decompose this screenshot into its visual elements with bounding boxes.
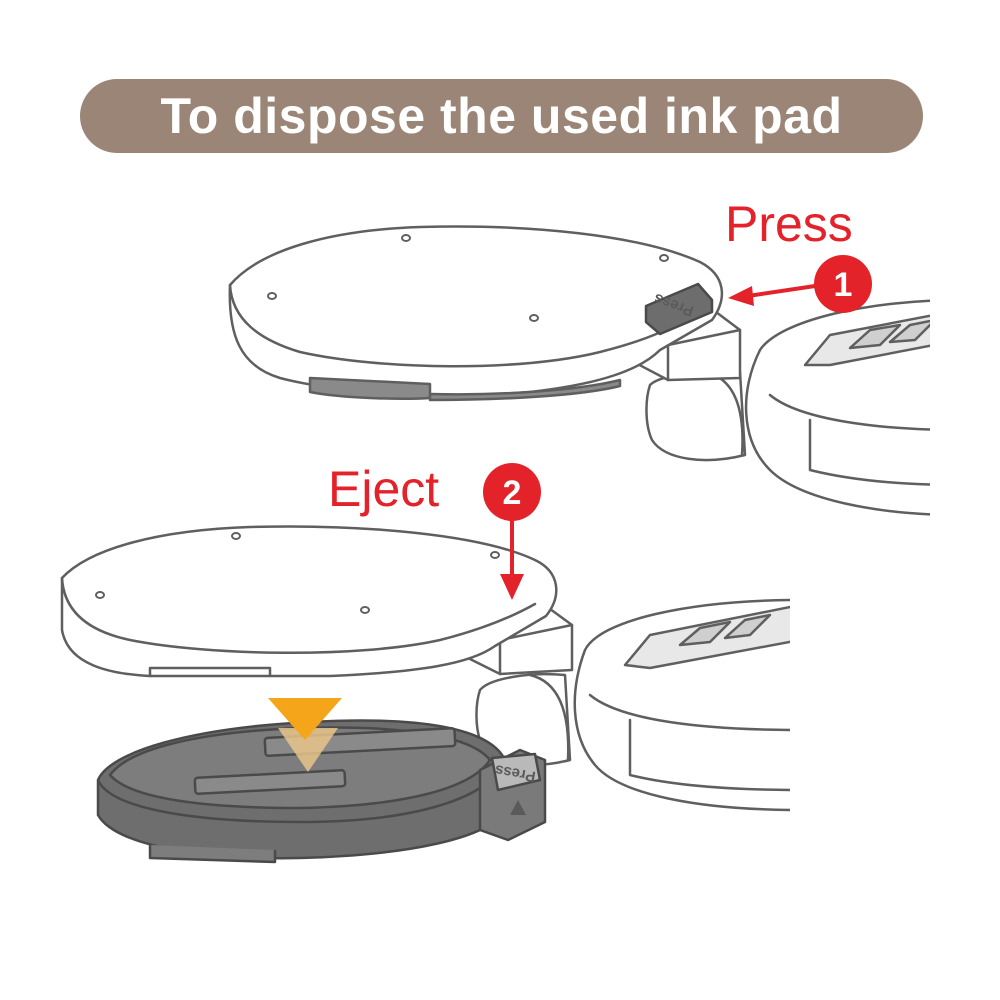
left-arrow-icon <box>728 286 754 306</box>
bottom-stamp-assembly <box>60 525 790 812</box>
top-stamp-assembly: Press <box>228 225 930 516</box>
top-stamp-handle <box>744 299 930 516</box>
top-connector <box>645 370 747 462</box>
down-triangle-icon <box>278 728 338 772</box>
top-press-tab <box>644 282 714 336</box>
eject-label: Eject <box>328 461 440 517</box>
press-step-indicator: 1 <box>728 255 872 313</box>
press-label: Press <box>725 196 853 252</box>
pad-press-tab-text: Press <box>494 761 537 785</box>
step-1-number: 1 <box>834 266 853 304</box>
step-2-badge-icon <box>483 463 541 521</box>
drop-arrow <box>268 698 342 772</box>
down-arrow-icon <box>500 574 524 600</box>
title-banner: To dispose the used ink pad <box>80 79 923 153</box>
bottom-stamp-handle <box>573 598 790 812</box>
page-title: To dispose the used ink pad <box>160 88 843 144</box>
step-2-number: 2 <box>503 474 522 512</box>
step-1-badge-icon <box>814 255 872 313</box>
ejected-ink-pad: Press <box>96 719 547 864</box>
eject-step-indicator: 2 <box>483 463 541 600</box>
